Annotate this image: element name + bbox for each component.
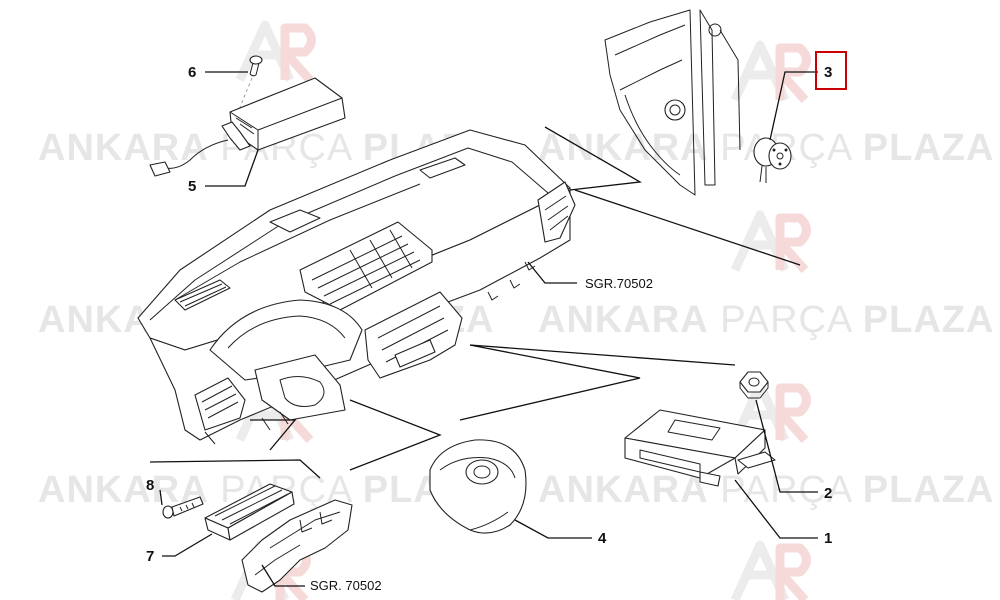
watermark-logo (730, 540, 811, 600)
part-3-door-switch (604, 9, 792, 196)
part-6-screw (237, 55, 263, 113)
dashboard-assembly (137, 129, 576, 445)
watermark-text: ANKARA PARÇA PLAZA (538, 299, 994, 341)
callout-7[interactable]: 7 (146, 548, 154, 565)
lower-trim-panel (241, 499, 353, 593)
part-1-control-unit (624, 409, 776, 487)
callout-1[interactable]: 1 (824, 530, 832, 547)
part-7-knee-airbag (204, 483, 295, 541)
callout-3[interactable]: 3 (824, 64, 832, 81)
callout-6[interactable]: 6 (188, 64, 196, 81)
callout-2[interactable]: 2 (824, 485, 832, 502)
part-8-screw (162, 496, 204, 519)
callout-8[interactable]: 8 (146, 477, 154, 494)
watermark-text: ANKARA PARÇA PLAZA (538, 469, 994, 511)
reference-sgr-dashboard[interactable]: SGR.70502 (585, 276, 653, 291)
projection-lines (149, 126, 801, 479)
callout-5[interactable]: 5 (188, 178, 196, 195)
part-5-passenger-airbag (149, 77, 346, 177)
reference-sgr-lower[interactable]: SGR. 70502 (310, 578, 382, 593)
part-2-nut (739, 371, 769, 399)
part-4-driver-airbag (429, 439, 527, 534)
watermark-logo (235, 20, 316, 83)
leader-lines (159, 71, 818, 587)
callout-4[interactable]: 4 (598, 530, 607, 547)
highlight-box (815, 51, 847, 90)
watermark-logo (730, 210, 811, 273)
